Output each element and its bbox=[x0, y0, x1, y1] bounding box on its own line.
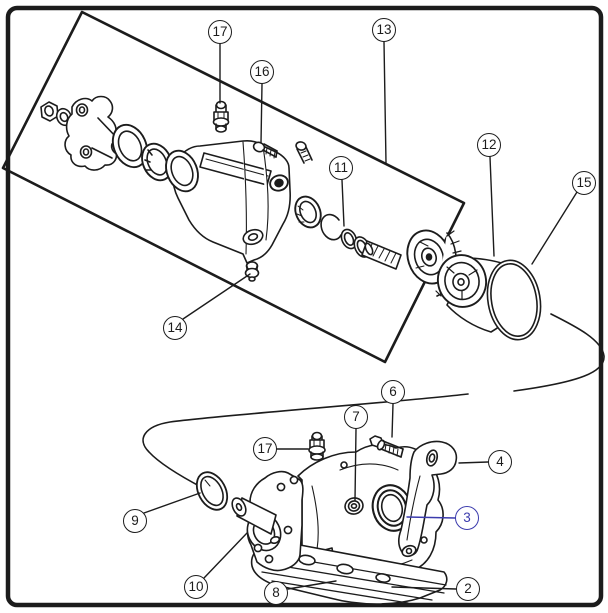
mounting-bracket bbox=[398, 440, 458, 558]
callout-15[interactable]: 15 bbox=[572, 171, 596, 195]
axle-seal bbox=[371, 484, 413, 532]
upper-assembly bbox=[40, 95, 542, 341]
callout-16[interactable]: 16 bbox=[250, 60, 274, 84]
output-seal bbox=[195, 471, 229, 511]
leader-line-13 bbox=[383, 41, 387, 164]
flange-bolt-14 bbox=[244, 261, 260, 282]
leader-line-10 bbox=[203, 532, 248, 579]
leader-line-7 bbox=[354, 428, 357, 501]
vent-fitting-bottom bbox=[308, 431, 326, 461]
pinion-nut bbox=[40, 101, 59, 122]
callout-9[interactable]: 9 bbox=[123, 509, 147, 533]
vent-fitting-top bbox=[212, 100, 230, 133]
leader-line-14 bbox=[182, 273, 251, 320]
cover-bolt-right bbox=[295, 141, 313, 164]
leader-lines bbox=[143, 41, 578, 590]
callout-13[interactable]: 13 bbox=[372, 18, 396, 42]
washer bbox=[55, 107, 73, 127]
o-ring bbox=[486, 259, 542, 341]
pinion-flange bbox=[64, 95, 125, 171]
callout-4[interactable]: 4 bbox=[488, 450, 512, 474]
page-border bbox=[5, 5, 604, 608]
leader-line-12 bbox=[489, 156, 495, 257]
output-shaft bbox=[231, 497, 277, 535]
leader-line-3 bbox=[406, 516, 456, 519]
callout-10[interactable]: 10 bbox=[184, 575, 208, 599]
leader-line-15 bbox=[531, 191, 578, 265]
snap-ring bbox=[320, 213, 342, 241]
callout-2[interactable]: 2 bbox=[456, 577, 480, 601]
leader-line-6 bbox=[391, 403, 394, 438]
callout-14[interactable]: 14 bbox=[163, 316, 187, 340]
callout-11[interactable]: 11 bbox=[329, 156, 353, 180]
callout-3[interactable]: 3 bbox=[455, 506, 479, 530]
leader-line-8 bbox=[287, 580, 337, 590]
callout-17[interactable]: 17 bbox=[208, 20, 232, 44]
leader-line-2 bbox=[391, 586, 457, 590]
cover-bolt-16 bbox=[252, 141, 278, 159]
pinion-seal bbox=[111, 123, 149, 169]
exploded-view-frame bbox=[1, 10, 466, 364]
leader-line-16 bbox=[260, 83, 263, 144]
leader-line-9 bbox=[143, 492, 201, 514]
callout-8[interactable]: 8 bbox=[264, 581, 288, 605]
leader-line-11 bbox=[341, 179, 345, 227]
lower-assembly bbox=[195, 431, 458, 605]
ribbed-cover bbox=[250, 542, 448, 605]
gear-and-snap-rings bbox=[294, 195, 462, 297]
callout-7[interactable]: 7 bbox=[344, 405, 368, 429]
connector-curve bbox=[142, 313, 605, 489]
callout-17[interactable]: 17 bbox=[253, 437, 277, 461]
callout-6[interactable]: 6 bbox=[381, 380, 405, 404]
hex-bolt-6 bbox=[369, 435, 404, 458]
fill-plug-boss bbox=[344, 497, 364, 515]
extension-housing bbox=[165, 139, 291, 264]
callout-12[interactable]: 12 bbox=[477, 133, 501, 157]
leader-line-4 bbox=[458, 461, 489, 464]
